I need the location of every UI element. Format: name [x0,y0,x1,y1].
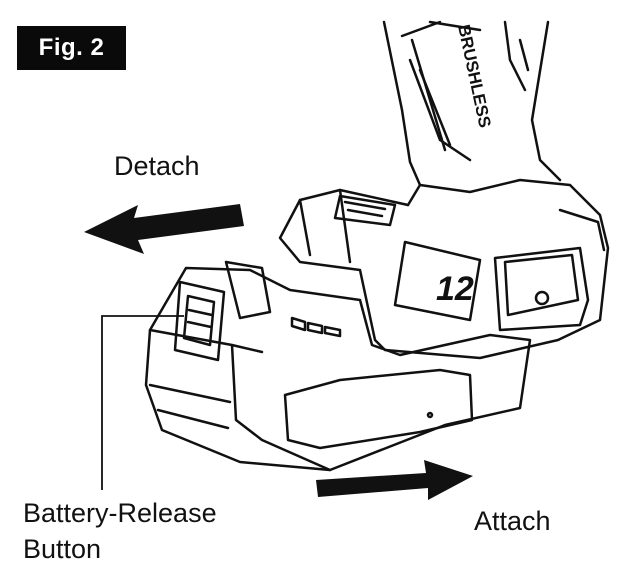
figure-label-text: Fig. 2 [38,34,105,61]
drill-foot-housing [278,178,610,360]
attach-label: Attach [474,506,551,536]
drill-handle [382,20,562,207]
attach-arrow-icon [316,460,473,500]
brand-text: BRUSHLESS [454,23,494,130]
voltage-marking: 12 [436,270,474,308]
battery-release-label: Battery-Release [23,498,217,528]
battery-pack [144,260,532,472]
release-button-leader-line [101,315,184,490]
detach-arrow-icon [84,204,244,254]
figure-label: Fig. 2 [17,26,126,70]
detach-label: Detach [114,151,200,181]
battery-release-label-line2: Button [23,534,102,564]
